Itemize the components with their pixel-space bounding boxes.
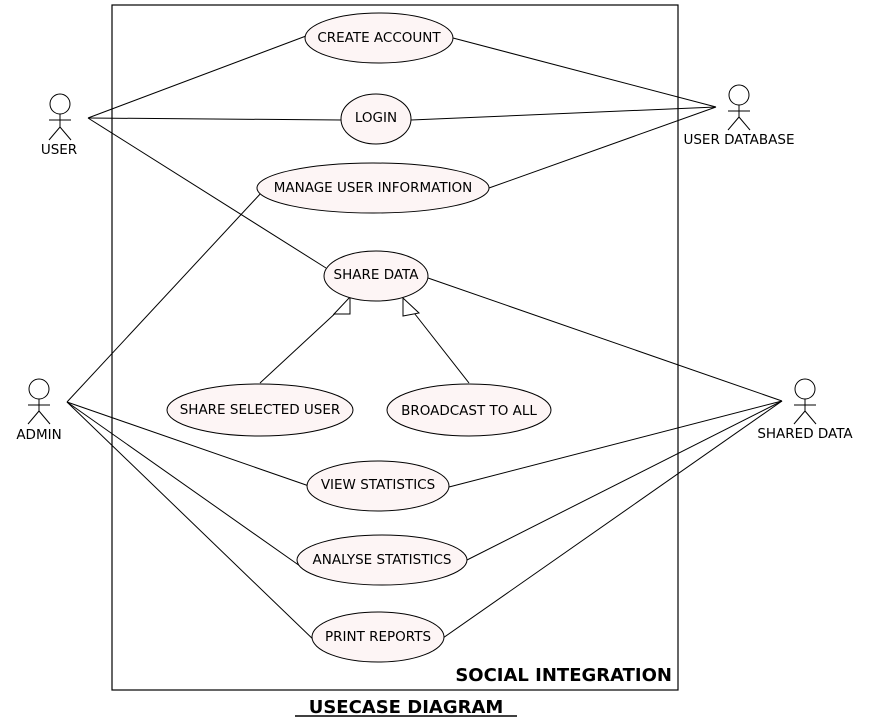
actor-user[interactable] [48,93,72,141]
usecase-login-label: LOGIN [355,110,397,126]
usecase-manage-user-info[interactable]: MANAGE USER INFORMATION [256,162,490,214]
assoc-shared-print-reports [442,400,783,639]
usecase-share-selected-user-label: SHARE SELECTED USER [180,402,341,418]
assoc-admin-manage-user-info [66,191,263,403]
actor-shared-data[interactable] [793,378,817,425]
assoc-userdb-manage-user-info [488,106,717,189]
usecase-broadcast-to-all-label: BROADCAST TO ALL [401,403,537,419]
assoc-user-share-data [87,117,327,269]
usecase-view-statistics-label: VIEW STATISTICS [321,477,435,493]
usecase-create-account-label: CREATE ACCOUNT [317,30,441,46]
usecase-share-data-label: SHARE DATA [334,267,420,283]
actor-admin-label: ADMIN [16,427,61,443]
actor-user-label: USER [41,142,77,158]
assoc-admin-print-reports [66,401,319,645]
generalization-broadcast-to-all [410,308,470,384]
usecase-analyse-statistics-label: ANALYSE STATISTICS [313,552,452,568]
usecase-share-selected-user[interactable]: SHARE SELECTED USER [166,383,354,437]
actor-user-database-icon [727,84,751,131]
actor-admin-icon [27,378,51,425]
usecase-print-reports-label: PRINT REPORTS [325,629,431,645]
usecase-login[interactable]: LOGIN [340,93,412,145]
assoc-shared-analyse-statistics [462,400,783,563]
system-label: SOCIAL INTEGRATION [455,665,672,686]
usecase-analyse-statistics[interactable]: ANALYSE STATISTICS [296,534,468,586]
actor-shared-data-icon [793,378,817,425]
assoc-admin-analyse-statistics [66,401,301,567]
usecase-create-account[interactable]: CREATE ACCOUNT [304,12,454,64]
usecase-manage-user-info-label: MANAGE USER INFORMATION [274,180,473,196]
assoc-user-create-account [87,35,307,119]
generalization-share-selected-user [259,307,342,384]
actor-admin[interactable] [27,378,51,425]
diagram-title: USECASE DIAGRAM [309,697,504,718]
usecase-print-reports[interactable]: PRINT REPORTS [311,611,445,663]
usecase-broadcast-to-all[interactable]: BROADCAST TO ALL [386,383,552,437]
actor-shared-data-label: SHARED DATA [757,426,853,442]
actor-user-icon [48,93,72,141]
actors [27,84,817,425]
associations [66,35,783,645]
assoc-shared-view-statistics [448,400,783,488]
assoc-userdb-create-account [452,37,717,108]
usecase-share-data[interactable]: SHARE DATA [323,250,429,302]
assoc-userdb-login [410,106,717,121]
actor-user-database[interactable] [727,84,751,131]
actor-user-database-label: USER DATABASE [683,132,794,148]
use-cases: CREATE ACCOUNT LOGIN MANAGE USER INFORMA… [166,12,552,663]
generalization-arrowhead-left [332,295,351,315]
assoc-admin-view-statistics [66,401,310,487]
usecase-view-statistics[interactable]: VIEW STATISTICS [306,460,450,512]
assoc-shared-share-data [427,277,783,402]
generalization-arrowhead-right [402,296,421,317]
assoc-user-login [87,117,343,121]
system-boundary [111,4,679,691]
